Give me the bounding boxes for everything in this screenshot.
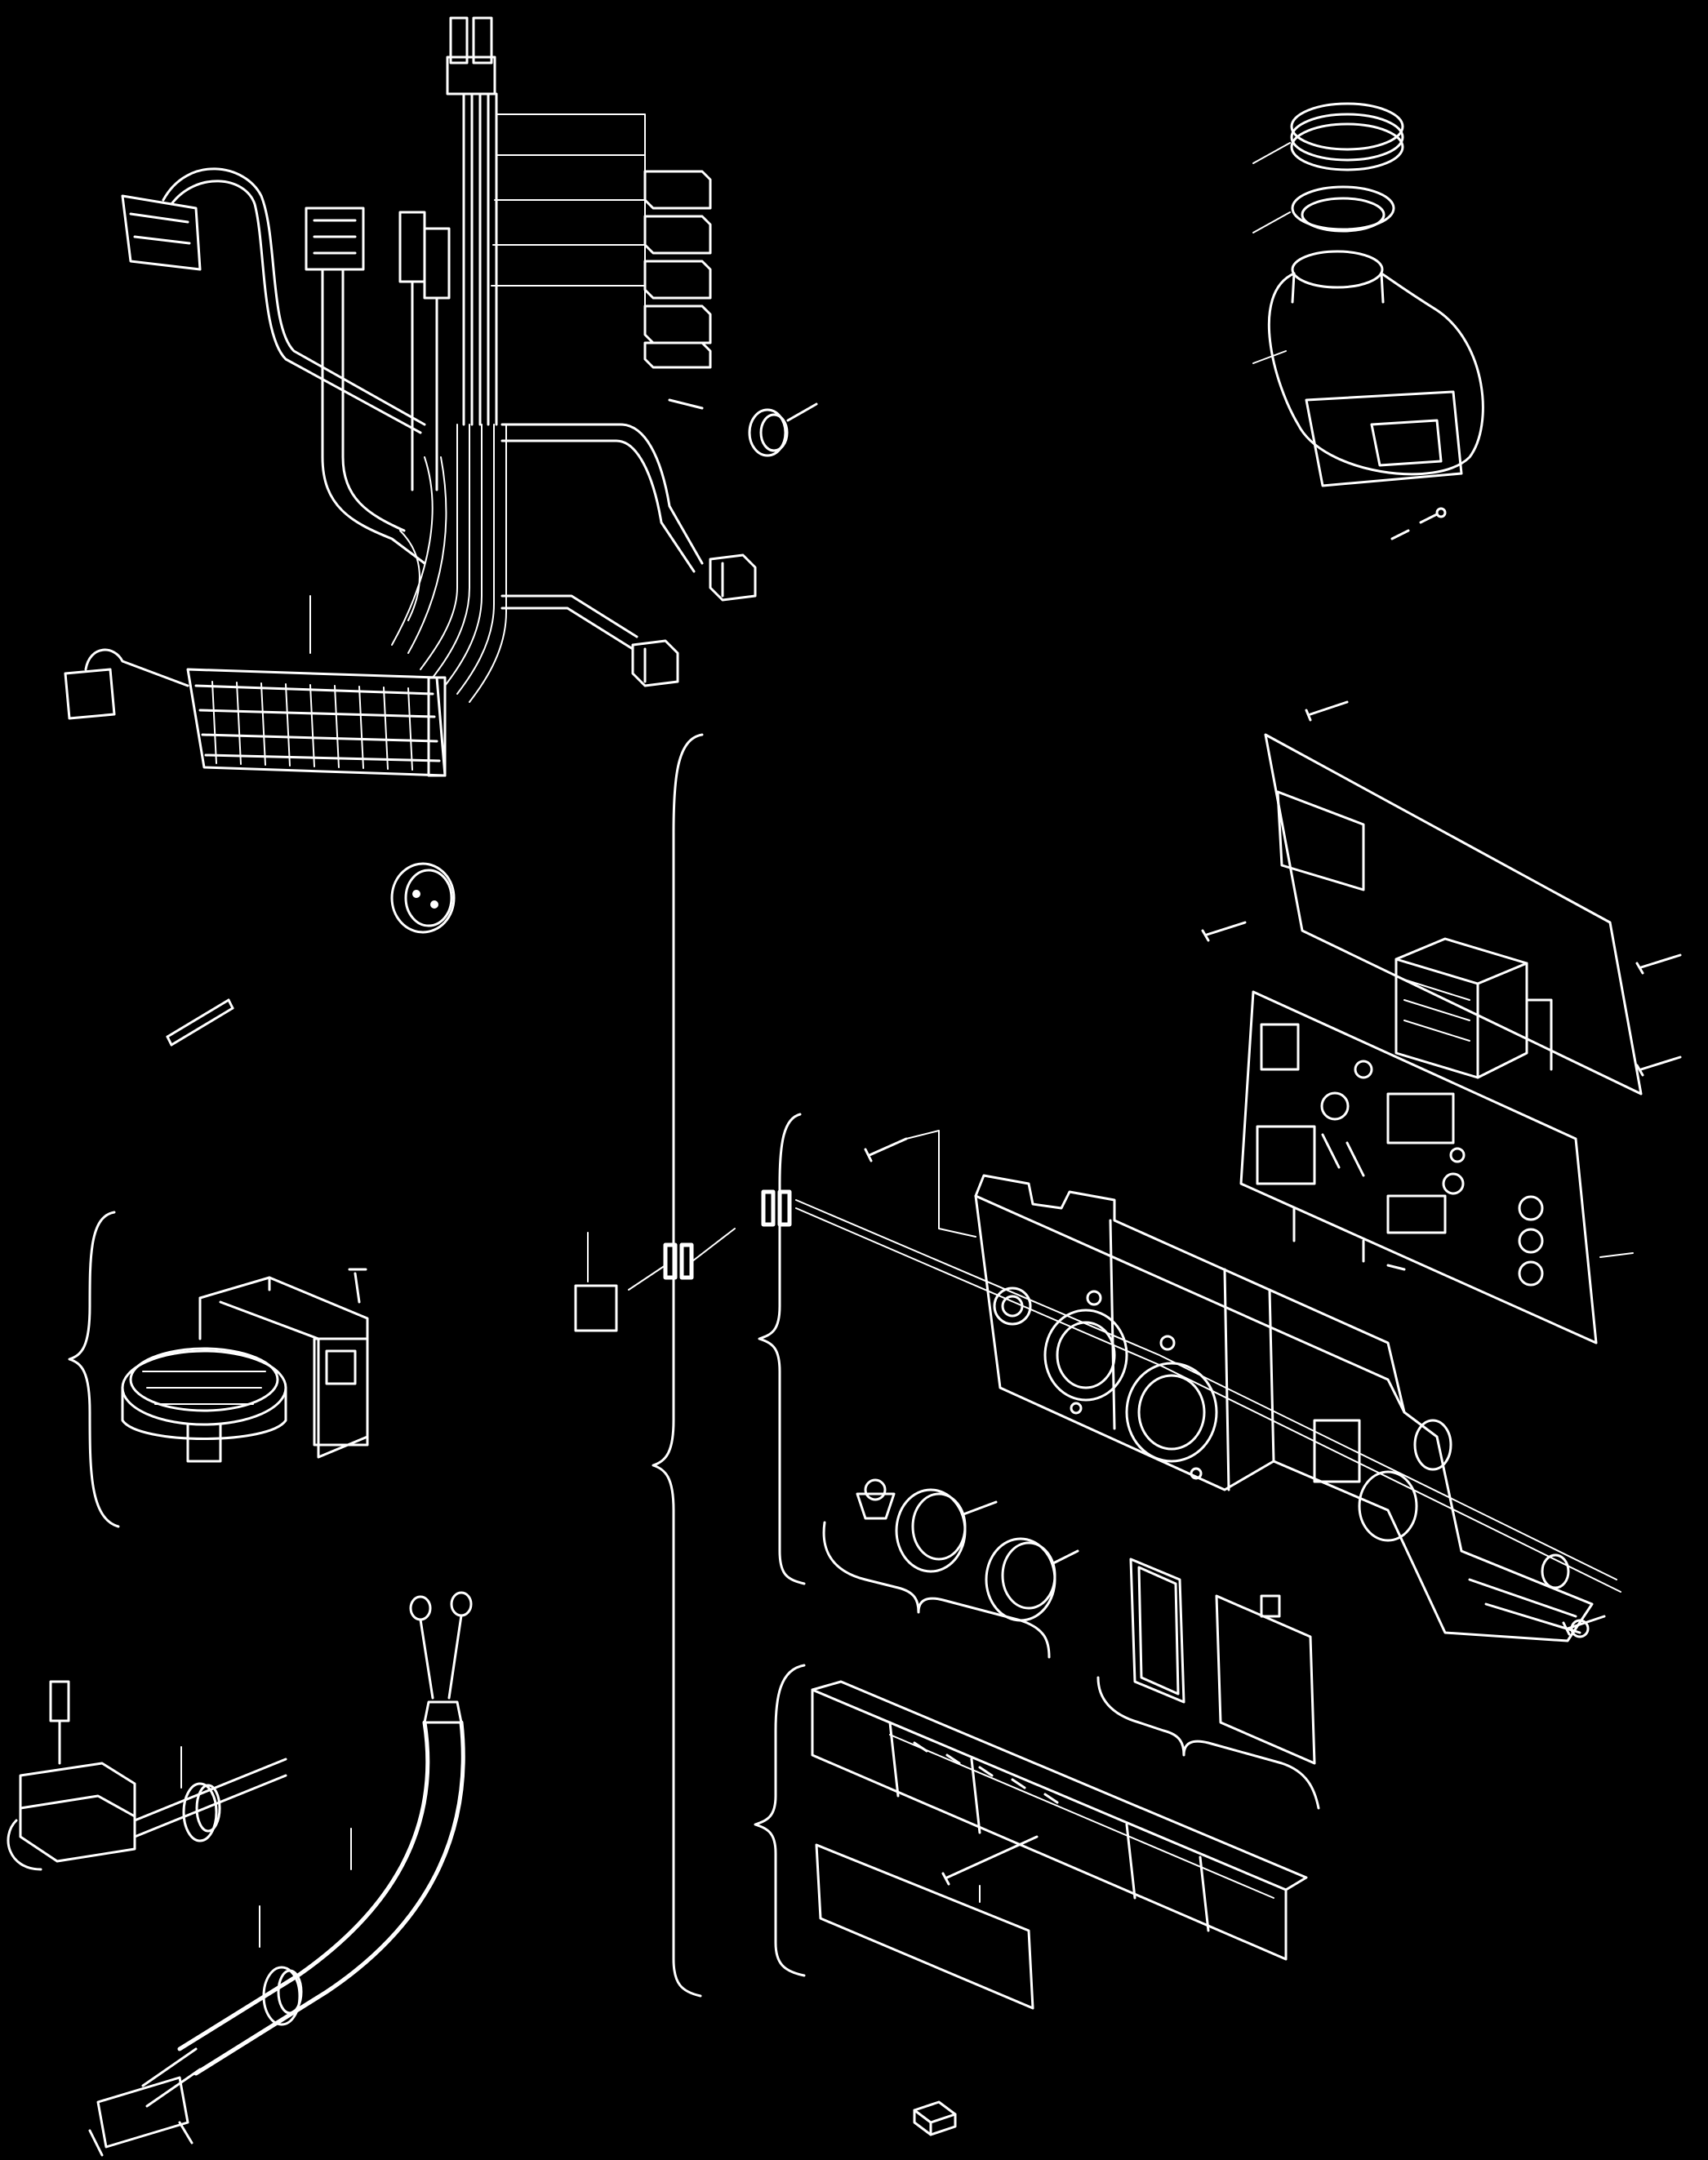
control-pcb [1201, 700, 1682, 1344]
harness-connector-right [631, 553, 757, 687]
wiring-harness [121, 16, 818, 703]
terminal-block [64, 648, 447, 777]
fan-assembly [1252, 102, 1484, 540]
flame-sensor-lead [88, 1591, 473, 2157]
grommet [390, 862, 456, 934]
fascia-windows [1096, 1558, 1320, 1810]
control-housing [574, 733, 1621, 1998]
cable-clip [913, 2100, 957, 2136]
transformer [1394, 937, 1553, 1079]
harness-connector-stack [643, 170, 712, 369]
ignition-electrode [7, 1680, 287, 1871]
control-knobs [822, 1478, 1079, 1659]
pin [166, 998, 234, 1047]
pressure-switch [68, 1211, 369, 1528]
front-panel [754, 1664, 1308, 2010]
